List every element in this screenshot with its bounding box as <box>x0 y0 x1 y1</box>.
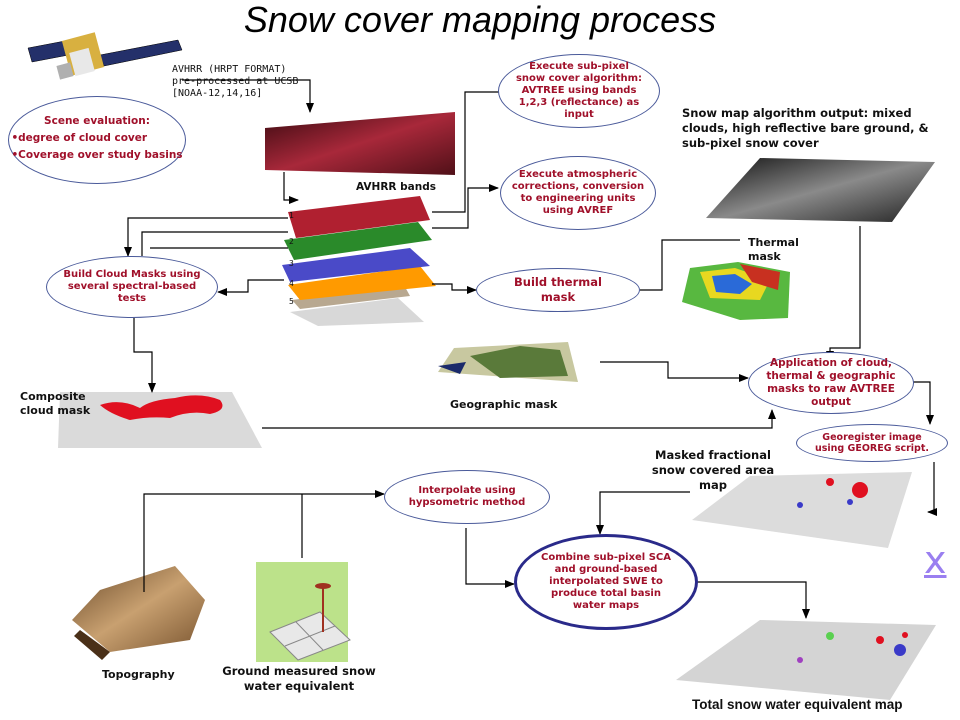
execute-subpixel-oval: Execute sub-pixel snow cover algorithm: … <box>498 54 660 128</box>
scene-evaluation-heading: Scene evaluation: <box>44 114 150 127</box>
geographic-mask-image <box>438 342 578 382</box>
build-cloud-masks-oval: Build Cloud Masks using several spectral… <box>46 256 218 318</box>
band-number: 1 <box>289 211 294 220</box>
avhrr-band-stack <box>282 196 436 326</box>
combine-oval: Combine sub-pixel SCA and ground-based i… <box>514 534 698 630</box>
total-swe-image <box>676 620 936 700</box>
topography-image <box>72 566 205 660</box>
masked-fractional-image <box>692 472 912 548</box>
composite-cloud-mask-image <box>58 392 262 448</box>
ground-swe-image <box>256 562 351 662</box>
band-number: 4 <box>289 279 294 288</box>
satellite-image <box>27 32 183 80</box>
scene-evaluation-item: •degree of cloud cover <box>11 131 148 144</box>
topography-label: Topography <box>102 668 175 681</box>
page-title: Snow cover mapping process <box>243 0 717 40</box>
avhrr-raw-image <box>265 112 455 175</box>
georegister-oval: Georegister image using GEOREG script. <box>796 424 948 462</box>
thermal-mask-label: Thermal mask <box>748 236 799 263</box>
build-thermal-oval: Build thermal mask <box>476 268 640 312</box>
interpolate-oval: Interpolate using hypsometric method <box>384 470 550 524</box>
band-number: 3 <box>289 259 294 268</box>
avhrr-note-line: pre-processed at UCSB <box>172 76 299 87</box>
geographic-mask-label: Geographic mask <box>450 398 558 411</box>
avhrr-note-line: [NOAA-12,14,16] <box>172 88 263 99</box>
scene-evaluation-item: •Coverage over study basins <box>11 148 183 161</box>
avhrr-note-line: AVHRR (HRPT FORMAT) <box>172 64 287 75</box>
band-number: 2 <box>289 237 294 246</box>
composite-cloud-label: Composite cloud mask <box>20 390 91 417</box>
execute-atmospheric-oval: Execute atmospheric corrections, convers… <box>500 156 656 230</box>
snow-map-output-image <box>706 158 935 222</box>
total-swe-label: Total snow water equivalent map <box>692 697 903 712</box>
band-number: 5 <box>289 297 294 306</box>
snow-map-output-label: Snow map algorithm output: mixed clouds,… <box>682 106 929 150</box>
avhrr-note: AVHRR (HRPT FORMAT) pre-processed at UCS… <box>172 64 322 100</box>
scene-evaluation-oval: Scene evaluation: •degree of cloud cover… <box>8 96 186 184</box>
ground-swe-label: Ground measured snow water equivalent <box>222 664 376 693</box>
thermal-mask-image <box>682 262 790 320</box>
masked-fractional-label: Masked fractional snow covered area map <box>651 448 775 492</box>
close-icon[interactable]: x <box>924 538 947 582</box>
application-masks-oval: Application of cloud, thermal & geograph… <box>748 352 914 414</box>
avhrr-bands-label: AVHRR bands <box>356 181 436 193</box>
